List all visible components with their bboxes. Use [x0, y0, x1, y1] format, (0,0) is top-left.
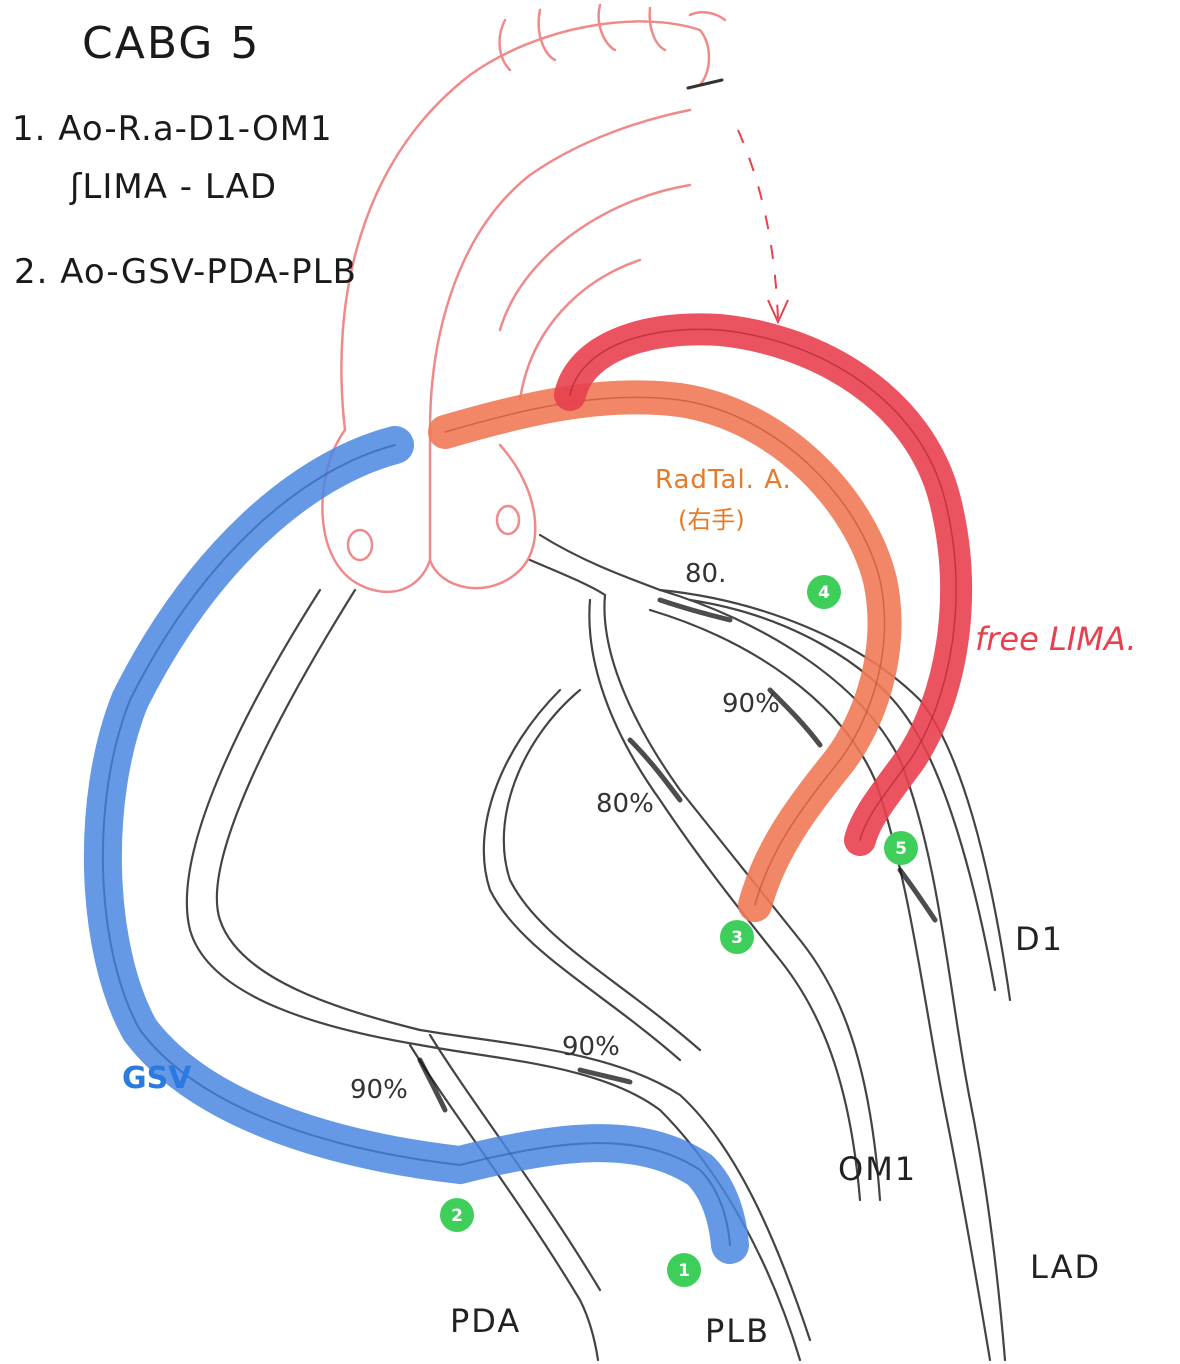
- marker-1-text: 1: [678, 1261, 690, 1281]
- gsv-label: GSV: [122, 1061, 192, 1096]
- gsv-graft: [83, 426, 749, 1264]
- marker-2: 2: [440, 1198, 474, 1232]
- stenosis-label-d1: 80.: [685, 559, 726, 589]
- harvest-arrow: [737, 129, 789, 325]
- stenosis-label-plb: 90%: [562, 1032, 620, 1062]
- marker-3: 3: [720, 920, 754, 954]
- plan-line-3: 2. Ao-GSV-PDA-PLB: [14, 252, 357, 292]
- vessel-label-pda: PDA: [450, 1302, 521, 1340]
- marker-2-text: 2: [451, 1206, 463, 1226]
- marker-3-text: 3: [731, 928, 743, 948]
- stenosis-shading: [417, 597, 938, 1113]
- vessel-label-d1: D1: [1015, 920, 1064, 958]
- stenosis-label-pda: 90%: [350, 1075, 408, 1105]
- marker-5: 5: [884, 831, 918, 865]
- marker-4-text: 4: [818, 583, 830, 603]
- plan-line-1: 1. Ao-R.a-D1-OM1: [12, 109, 333, 149]
- lima-graft: [554, 313, 973, 856]
- vessel-label-lad: LAD: [1030, 1248, 1101, 1286]
- lima-label: free LIMA.: [975, 620, 1137, 658]
- radial-graft: [428, 380, 902, 922]
- marker-4: 4: [807, 575, 841, 609]
- radial-sublabel: (右手): [678, 506, 745, 534]
- marker-1: 1: [667, 1253, 701, 1287]
- vessel-label-om1: OM1: [838, 1150, 917, 1188]
- diagram-title: CABG 5: [82, 18, 260, 69]
- vessel-label-plb: PLB: [705, 1312, 770, 1350]
- marker-5-text: 5: [895, 839, 907, 859]
- radial-label: RadTal. A.: [655, 465, 792, 495]
- stenosis-label-om1: 80%: [596, 789, 654, 819]
- stenosis-label-lad: 90%: [722, 689, 780, 719]
- heart-outline: [321, 3, 727, 594]
- plan-line-2: ʃLIMA - LAD: [69, 167, 277, 207]
